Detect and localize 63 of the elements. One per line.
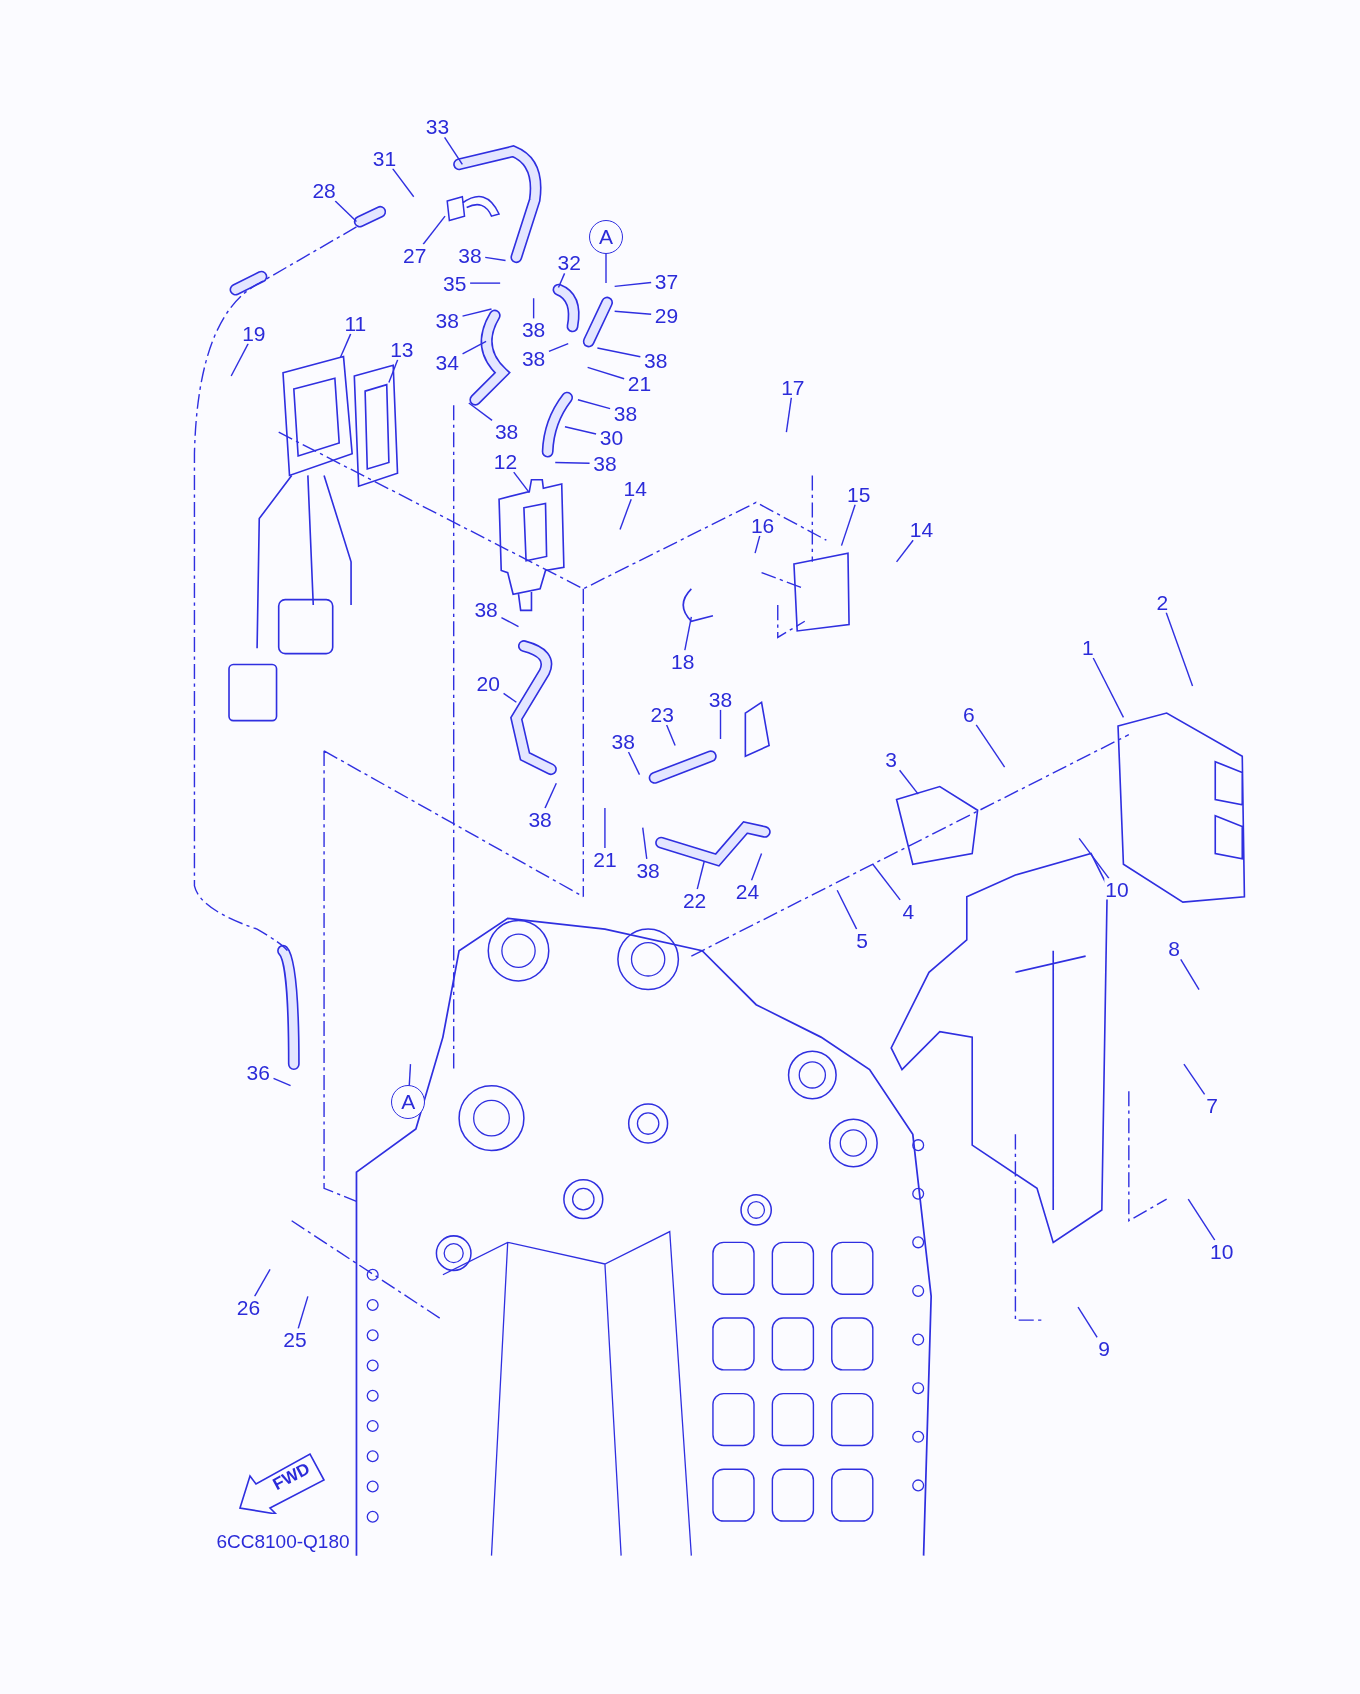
leader-line [408, 1063, 412, 1087]
leader-line [557, 272, 566, 289]
leader-line [230, 342, 249, 377]
leader-line [484, 256, 507, 262]
leader-line [754, 535, 761, 554]
leader-line [554, 461, 591, 464]
leader-line [1165, 611, 1194, 687]
leader-line [297, 1295, 309, 1330]
leader-line [836, 889, 858, 930]
leader-line [586, 366, 625, 380]
leader-line [719, 709, 722, 740]
leader-line [613, 281, 652, 288]
leader-line [665, 724, 676, 747]
callout-number: 27 [402, 244, 428, 266]
leader-line [840, 503, 856, 547]
leader-line [1092, 657, 1125, 719]
leader-line [334, 200, 358, 223]
leader-line [391, 167, 415, 198]
leader-line [785, 396, 793, 433]
leader-line [1077, 1306, 1098, 1339]
leader-line [975, 724, 1006, 768]
leader-line [443, 136, 464, 165]
callout-number: 22 [681, 889, 708, 911]
leader-line [544, 782, 557, 809]
callout-number: 10 [1104, 878, 1130, 900]
leader-line [627, 751, 641, 776]
leader-line [1180, 958, 1200, 991]
leader-line [619, 498, 632, 531]
leader-line [604, 807, 606, 849]
leader-line [272, 1077, 292, 1087]
leader-line [613, 310, 652, 315]
leader-line [532, 297, 535, 320]
leader-line [564, 426, 597, 435]
leader-line [696, 860, 705, 890]
leader-line [468, 402, 493, 421]
leader-line [750, 852, 763, 882]
leader-line [548, 342, 569, 353]
leader-line [895, 539, 914, 563]
leader-line [577, 399, 611, 410]
callout-number: 5 [855, 929, 869, 951]
leader-line [253, 1268, 271, 1298]
leader-line [1078, 837, 1110, 880]
direction-text: FWD [270, 1459, 313, 1493]
leader-line [898, 769, 919, 795]
leader-line [513, 471, 530, 494]
leader-line [502, 692, 518, 703]
leader-line [1187, 1198, 1216, 1241]
leader-line [642, 826, 648, 860]
drawing-code: 6CC8100-Q180 [216, 1531, 350, 1551]
callout-number: 38 [527, 808, 553, 830]
leader-line [872, 863, 901, 901]
callout-number: 10 [1209, 1240, 1235, 1262]
leader-line [422, 215, 446, 245]
leader-line [500, 616, 520, 628]
leader-line [596, 347, 642, 358]
leader-line [339, 333, 352, 359]
leader-line [684, 616, 693, 652]
leader-line [388, 359, 399, 384]
leader-line [605, 252, 607, 284]
leader-line [469, 282, 501, 284]
leader-line [461, 308, 493, 317]
leader-line [1183, 1063, 1206, 1096]
leader-line [461, 340, 487, 355]
